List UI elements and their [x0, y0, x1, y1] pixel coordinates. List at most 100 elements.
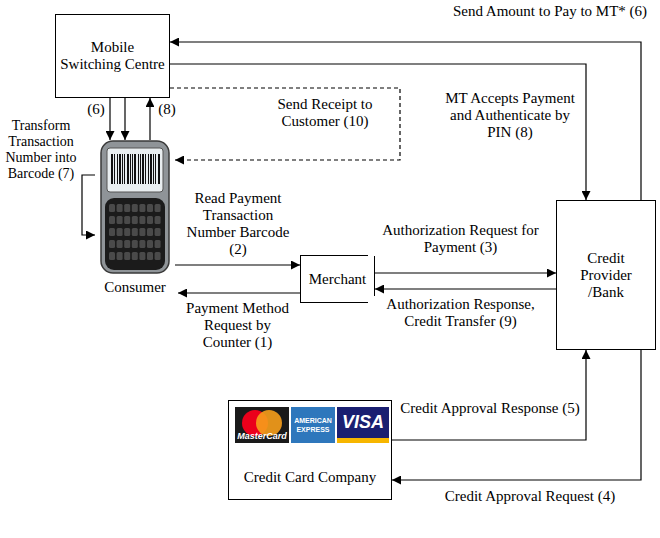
process-box: Credit Provider /Bank	[556, 200, 656, 350]
phone-key	[109, 228, 115, 236]
phone-key	[155, 252, 161, 260]
edge-label: (8)	[154, 101, 180, 118]
phone-screen	[107, 148, 163, 192]
edge-label: MT Accepts Payment and Authenticate by P…	[440, 90, 580, 141]
card-company-box: MasterCardAMERICAN EXPRESSVISA Credit Car…	[228, 400, 392, 500]
dashed-arrow	[170, 88, 400, 160]
barcode-bar	[134, 154, 136, 184]
phone-key	[124, 240, 130, 248]
phone-key	[117, 252, 123, 260]
phone-key	[147, 228, 153, 236]
phone-key	[132, 252, 138, 260]
edge-label: Authorization Request for Payment (3)	[368, 222, 553, 256]
edge-label: Authorization Response, Credit Transfer …	[368, 296, 553, 330]
card-logo: VISA	[337, 407, 389, 443]
edge-label: Payment Method Request by Counter (1)	[180, 300, 295, 351]
barcode-bar	[124, 154, 125, 184]
node-label: Merchant	[305, 271, 370, 288]
flow-arrow	[375, 288, 556, 289]
edge-label: Transform Transaction Number into Barcod…	[3, 118, 79, 182]
flow-arrow	[124, 98, 125, 140]
phone-key	[124, 252, 130, 260]
barcode-bar	[114, 154, 115, 184]
phone-key	[109, 216, 115, 224]
process-box: Merchant	[300, 255, 375, 303]
card-logo: AMERICAN EXPRESS	[291, 407, 335, 443]
barcode-bar	[145, 154, 146, 184]
phone-keys	[109, 204, 161, 260]
edge-label: Send Amount to Pay to MT* (6)	[450, 3, 650, 20]
flow-arrow	[392, 350, 641, 480]
flow-arrow	[170, 42, 641, 200]
mastercard-circles	[235, 407, 289, 443]
phone-key	[109, 240, 115, 248]
phone-key	[132, 216, 138, 224]
phone-key	[139, 204, 145, 212]
logo-circle	[256, 410, 282, 436]
phone-key	[117, 228, 123, 236]
phone-key	[155, 204, 161, 212]
phone-key	[124, 216, 130, 224]
edge-label: Credit Approval Response (5)	[400, 400, 580, 417]
phone-key	[139, 240, 145, 248]
flow-arrow	[392, 350, 586, 440]
phone-key	[132, 204, 138, 212]
phone-illustration	[95, 140, 175, 275]
phone-key	[139, 228, 145, 236]
phone-key	[132, 228, 138, 236]
barcode-bar	[153, 154, 154, 184]
barcode-bar	[148, 154, 149, 184]
barcode-bar	[132, 154, 133, 184]
edge-label: Credit Approval Request (4)	[430, 488, 630, 505]
phone-key	[124, 228, 130, 236]
card-logo: MasterCard	[235, 407, 289, 443]
phone-key	[117, 204, 123, 212]
flow-arrow	[375, 272, 556, 273]
phone-key	[155, 228, 161, 236]
node-label: Credit Provider /Bank	[561, 250, 651, 301]
node-label: Mobile Switching Centre	[60, 39, 165, 73]
barcode-bar	[150, 154, 152, 184]
barcode-bar	[111, 154, 113, 184]
barcode-bar	[119, 154, 121, 184]
phone-key	[109, 252, 115, 260]
phone-key	[147, 204, 153, 212]
flow-arrow	[109, 98, 110, 140]
phone-body	[101, 141, 169, 273]
phone-key	[155, 240, 161, 248]
flow-arrow	[170, 64, 586, 200]
flow-arrow	[149, 98, 150, 140]
phone-key	[155, 216, 161, 224]
barcode-bar	[158, 154, 160, 184]
phone-key	[109, 204, 115, 212]
barcode-bar	[117, 154, 118, 184]
edge-label: Send Receipt to Customer (10)	[255, 96, 395, 130]
barcode	[111, 154, 160, 184]
edge-label: (6)	[84, 101, 108, 118]
node-label: Consumer	[95, 279, 175, 296]
phone-key	[139, 252, 145, 260]
phone-key	[132, 240, 138, 248]
barcode-bar	[138, 154, 139, 184]
flow-arrow	[178, 292, 300, 293]
barcode-bar	[122, 154, 123, 184]
barcode-bar	[127, 154, 129, 184]
phone-keyboard	[105, 198, 165, 270]
phone-key	[124, 204, 130, 212]
phone-key	[117, 216, 123, 224]
barcode-bar	[130, 154, 131, 184]
flow-arrow	[175, 264, 300, 265]
barcode-bar	[140, 154, 141, 184]
node-label: Credit Card Company	[229, 469, 391, 486]
process-box: Mobile Switching Centre	[55, 14, 170, 98]
edge-label: Read Payment Transaction Number Barcode …	[178, 190, 298, 258]
phone-key	[147, 252, 153, 260]
phone-key	[147, 216, 153, 224]
barcode-bar	[142, 154, 144, 184]
phone-key	[117, 240, 123, 248]
flow-arrow	[82, 175, 95, 235]
phone-key	[147, 240, 153, 248]
phone-key	[139, 216, 145, 224]
consumer-phone: Consumer	[95, 140, 175, 300]
